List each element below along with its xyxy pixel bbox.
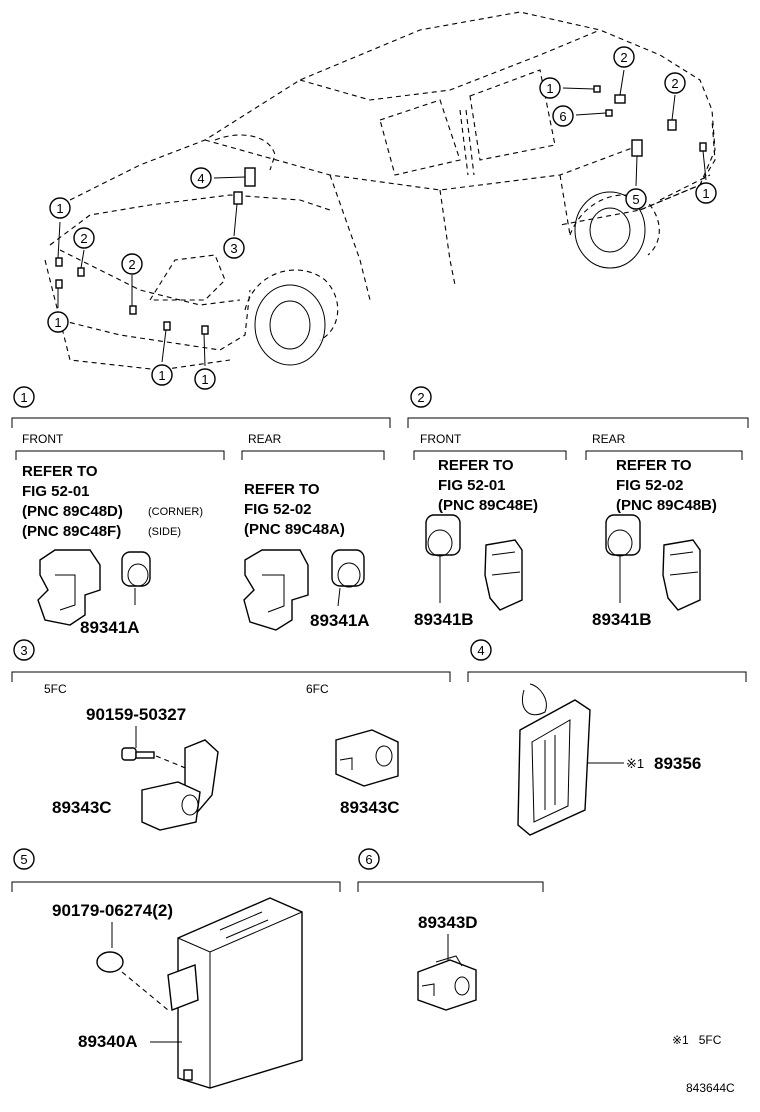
diagram-id: 843644C (686, 1081, 735, 1095)
refer-line: (PNC 89C48D) (22, 503, 123, 520)
side-note: (SIDE) (148, 526, 181, 538)
callout-1: 1 (201, 372, 208, 387)
bolt-shank (135, 751, 155, 759)
part-number-89356: 89356 (654, 754, 701, 773)
6fc-heading: 6FC (306, 682, 329, 696)
clip (96, 951, 124, 973)
callout-2: 2 (80, 231, 87, 246)
section-2: 2 FRONT REAR REFER TO FIG 52-01 (PNC 89C… (407, 386, 749, 629)
refer-line: FIG 52-01 (438, 477, 506, 494)
callout-1: 1 (54, 315, 61, 330)
footnote: ※1 5FC (672, 1033, 722, 1047)
callout-1: 1 (546, 81, 553, 96)
sensor-bracket (243, 549, 309, 631)
car-illustration (44, 11, 716, 371)
part-number-89341A: 89341A (80, 618, 140, 637)
front-heading: FRONT (22, 432, 64, 446)
5fc-heading: 5FC (44, 682, 67, 696)
section-3-number: 3 (20, 643, 27, 658)
sensor-bracket (484, 539, 523, 611)
rear-heading: REAR (248, 432, 282, 446)
callout-2: 2 (671, 76, 678, 91)
bolt (121, 747, 137, 761)
part-number-89341B: 89341B (592, 610, 652, 629)
part-number-90179-06274: 90179-06274(2) (52, 901, 173, 920)
car-callout-numbers: 1 1 2 2 1 1 4 3 1 2 6 2 5 1 (54, 50, 709, 387)
connector (335, 729, 399, 787)
car-callouts (47, 46, 717, 390)
refer-line: FIG 52-02 (616, 477, 684, 494)
rear-heading: REAR (592, 432, 626, 446)
part-number-89340A: 89340A (78, 1032, 138, 1051)
connector (417, 959, 477, 1011)
section-6-number: 6 (365, 852, 372, 867)
sensor (331, 549, 365, 587)
car-leaders (57, 69, 707, 367)
sensor (121, 551, 151, 587)
section-4: 4 ※1 89356 (467, 639, 747, 836)
section-4-number: 4 (477, 643, 484, 658)
front-heading: FRONT (420, 432, 462, 446)
refer-line: (PNC 89C48A) (244, 521, 345, 538)
refer-line: REFER TO (22, 463, 98, 480)
ecu-tab (183, 1069, 193, 1081)
callout-5: 5 (632, 192, 639, 207)
section-3: 3 5FC 6FC 90159-50327 89343C 89343C (11, 639, 451, 831)
antenna (517, 699, 591, 836)
section-1-number: 1 (20, 390, 27, 405)
part-number-89341B: 89341B (414, 610, 474, 629)
refer-line: REFER TO (616, 457, 692, 474)
refer-line: FIG 52-02 (244, 501, 312, 518)
section-5: 5 90179-06274(2) 89340A (11, 848, 341, 1089)
corner-note: (CORNER) (148, 506, 203, 518)
mark-1: ※1 (626, 756, 644, 771)
section-6: 6 89343D (357, 848, 544, 1011)
ecu-box (177, 897, 303, 1089)
callout-1: 1 (158, 368, 165, 383)
part-number-90159-50327: 90159-50327 (86, 705, 186, 724)
section-5-number: 5 (20, 852, 27, 867)
callout-2: 2 (128, 257, 135, 272)
antenna-wire (522, 683, 547, 716)
part-number-89341A: 89341A (310, 611, 370, 630)
connector (141, 781, 201, 831)
callout-6: 6 (559, 109, 566, 124)
callout-1: 1 (702, 186, 709, 201)
refer-line: FIG 52-01 (22, 483, 90, 500)
refer-line: (PNC 89C48F) (22, 523, 121, 540)
callout-2: 2 (620, 50, 627, 65)
refer-line: (PNC 89C48E) (438, 497, 538, 514)
sensor-bracket (37, 549, 101, 626)
callout-1: 1 (56, 201, 63, 216)
refer-line: (PNC 89C48B) (616, 497, 717, 514)
refer-line: REFER TO (438, 457, 514, 474)
section-2-number: 2 (417, 390, 424, 405)
callout-3: 3 (230, 241, 237, 256)
part-number-89343C: 89343C (340, 798, 400, 817)
part-number-89343D: 89343D (418, 913, 478, 932)
refer-line: REFER TO (244, 481, 320, 498)
ecu-bracket (167, 964, 199, 1011)
section-1: 1 FRONT REAR REFER TO FIG 52-01 (PNC 89C… (11, 386, 391, 637)
callout-4: 4 (197, 171, 204, 186)
part-number-89343C: 89343C (52, 798, 112, 817)
sensor-bracket (662, 539, 701, 611)
